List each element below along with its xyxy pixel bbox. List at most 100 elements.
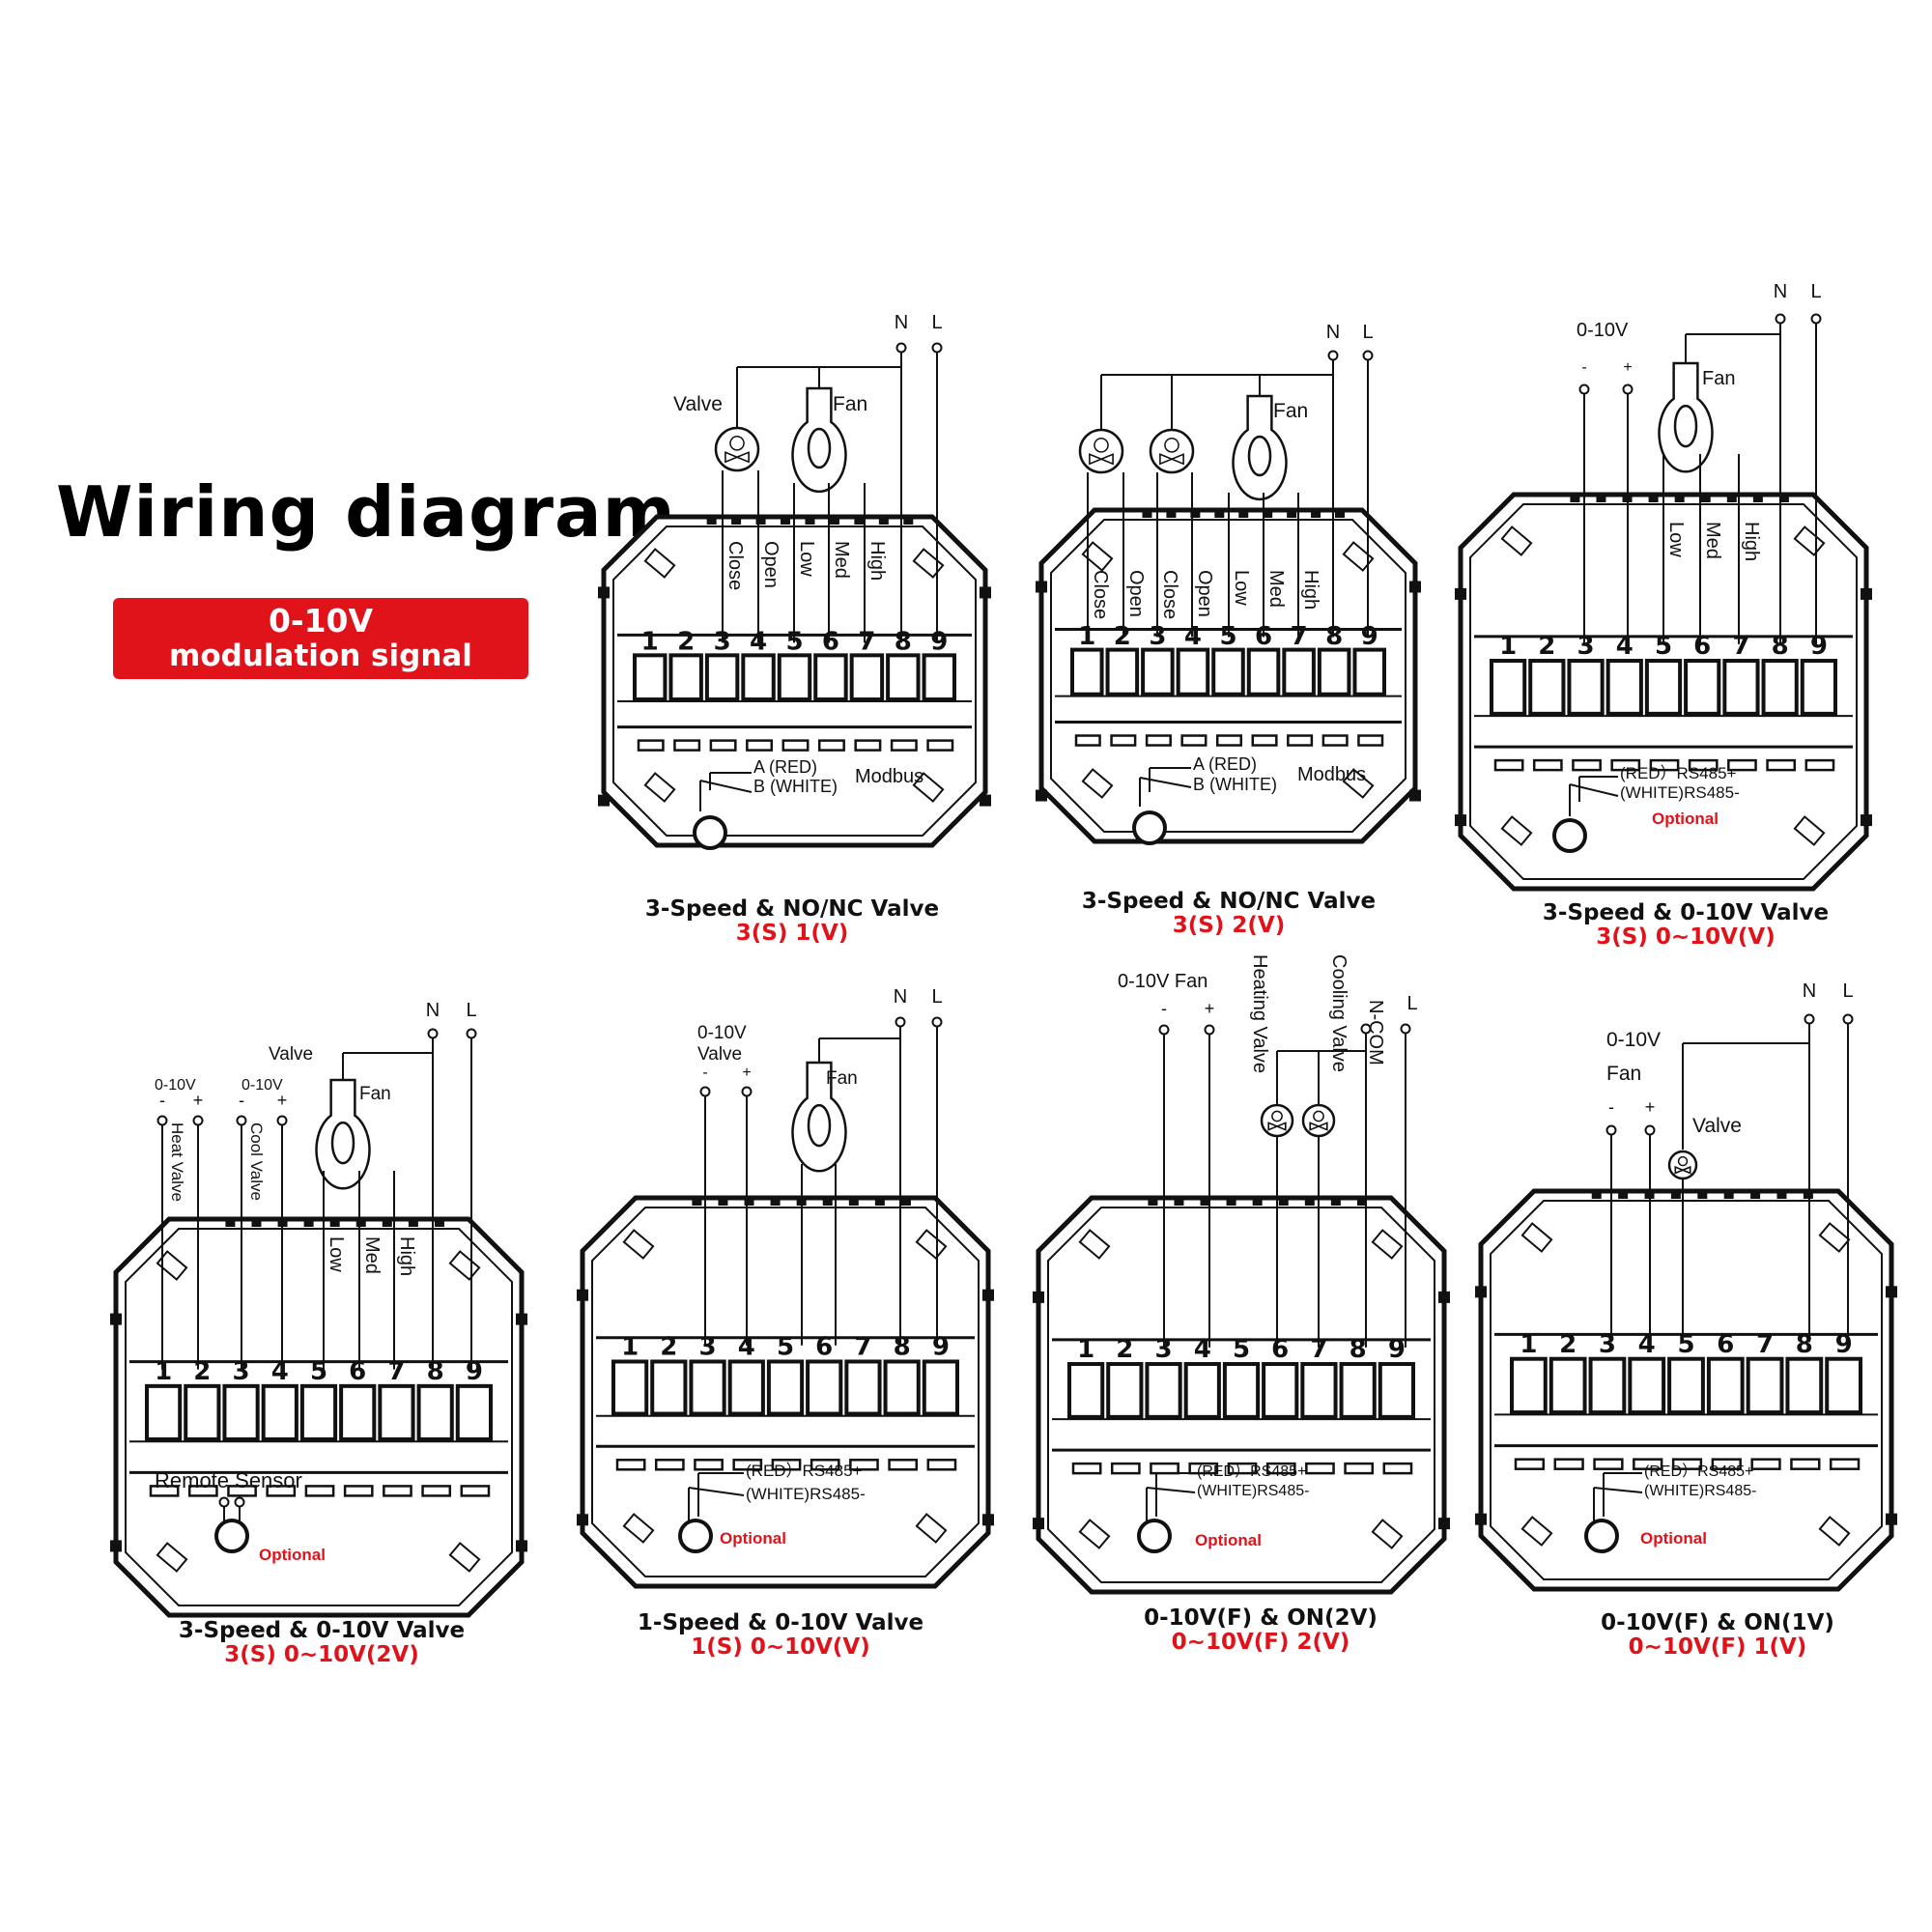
terminal-number: 8 (427, 1357, 444, 1386)
wire-label: Close (1090, 570, 1111, 619)
diagram-code: 3(S) 2(V) (1173, 913, 1285, 938)
terminal-number: 6 (1693, 632, 1711, 661)
terminal-dot (741, 1086, 753, 1097)
terminal-number: 8 (1325, 622, 1343, 651)
terminal-number: 9 (932, 1333, 950, 1362)
polarity-label: + (1645, 1097, 1656, 1117)
valve-icon (1667, 1150, 1698, 1180)
terminal-number: 1 (1499, 632, 1517, 661)
page-title: Wiring diagram (56, 471, 676, 553)
diagram-code: 3(S) 0~10V(V) (1596, 924, 1776, 950)
diagram-caption: 3-Speed & 0-10V Valve (179, 1618, 465, 1643)
terminal-dot (218, 1496, 230, 1508)
remote-sensor-icon (214, 1519, 249, 1553)
diagram-caption: 0-10V(F) & ON(1V) (1601, 1610, 1834, 1635)
polarity-label: + (742, 1065, 751, 1081)
remote-sensor-icon (693, 815, 727, 850)
polarity-label: + (1623, 359, 1632, 376)
diagram-caption: 1-Speed & 0-10V Valve (638, 1610, 923, 1635)
terminal-number: 2 (1559, 1330, 1577, 1359)
terminal-number: 2 (660, 1333, 677, 1362)
bus-label: B (WHITE) (753, 777, 838, 796)
fan-label: Fan (1273, 400, 1308, 422)
wire-label: Open (760, 541, 781, 588)
terminal-number: 7 (387, 1357, 405, 1386)
wire (699, 780, 753, 793)
terminal-number: 8 (894, 1333, 911, 1362)
diagram-code: 3(S) 0~10V(2V) (224, 1642, 419, 1667)
power-label: N (1774, 281, 1787, 302)
terminal-number: 5 (777, 1333, 794, 1362)
terminal-dot (1605, 1124, 1617, 1136)
wire-label: Heating Valve (1249, 954, 1270, 1073)
valve-label: Valve (697, 1044, 742, 1065)
polarity-label: - (1608, 1097, 1614, 1117)
bus-label: Modbus (1297, 764, 1366, 785)
terminal-number: 4 (1616, 632, 1634, 661)
terminal-number: 9 (1361, 622, 1378, 651)
wire-label: Med (1265, 570, 1287, 608)
terminal-dot (1644, 1124, 1656, 1136)
terminal-number: 2 (193, 1357, 211, 1386)
wire (688, 1487, 745, 1496)
wire-label: Med (361, 1236, 383, 1274)
wire-label: Low (1665, 522, 1687, 557)
terminal-number: 2 (1116, 1335, 1133, 1364)
terminal-number: 6 (815, 1333, 833, 1362)
optional-label: Optional (720, 1529, 786, 1548)
diagram-code: 0~10V(F) 2(V) (1172, 1630, 1350, 1655)
terminal-dot (895, 342, 907, 354)
bus-label: (RED）RS485+ (1644, 1463, 1753, 1480)
diagram-code: 0~10V(F) 1(V) (1629, 1634, 1807, 1660)
optional-label: Optional (259, 1546, 326, 1564)
terminal-number: 6 (822, 628, 839, 657)
polarity-label: - (239, 1091, 244, 1110)
signal-label: 0-10V (1577, 320, 1629, 341)
remote-sensor-icon (1137, 1519, 1172, 1553)
terminal-number: 9 (930, 628, 948, 657)
terminal-dot (1362, 350, 1374, 361)
terminal-dot (466, 1028, 477, 1039)
terminal-number: 8 (895, 628, 912, 657)
terminal-number: 7 (858, 628, 875, 657)
power-label: N (1803, 980, 1816, 1002)
terminal-number: 5 (310, 1357, 327, 1386)
terminal-number: 3 (1577, 632, 1595, 661)
terminal-number: 9 (1810, 632, 1828, 661)
bus-label: (WHITE)RS485- (746, 1485, 866, 1503)
optional-label: Optional (1652, 810, 1719, 828)
power-label: L (466, 1000, 476, 1021)
terminal-dot (156, 1115, 168, 1126)
terminal-dot (1578, 384, 1590, 395)
terminal-number: 6 (1271, 1335, 1289, 1364)
diagram-code: 1(S) 0~10V(V) (691, 1634, 870, 1660)
polarity-label: + (193, 1091, 204, 1110)
terminal-dot (931, 1016, 943, 1028)
bus-label: A (RED) (1193, 754, 1257, 774)
terminal-number: 6 (1717, 1330, 1734, 1359)
diagram-caption: 3-Speed & 0-10V Valve (1543, 900, 1829, 925)
terminal-number: 4 (1194, 1335, 1211, 1364)
remote-sensor-icon (1132, 810, 1167, 845)
fan-icon (315, 1078, 371, 1190)
terminal-number: 9 (1388, 1335, 1406, 1364)
power-label: N (1326, 322, 1340, 343)
terminal-number: 8 (1772, 632, 1789, 661)
wire-label: High (1300, 570, 1321, 610)
terminal-number: 1 (641, 628, 659, 657)
terminal-number: 7 (1756, 1330, 1774, 1359)
power-label: N (894, 986, 907, 1008)
wire (1146, 1487, 1196, 1493)
terminal-dot (236, 1115, 247, 1126)
wire-label: Low (326, 1236, 347, 1272)
terminal-dot (1810, 313, 1822, 325)
fan-label: Fan (826, 1068, 858, 1089)
fan-label: Fan (1606, 1063, 1641, 1085)
terminal-dot (427, 1028, 439, 1039)
